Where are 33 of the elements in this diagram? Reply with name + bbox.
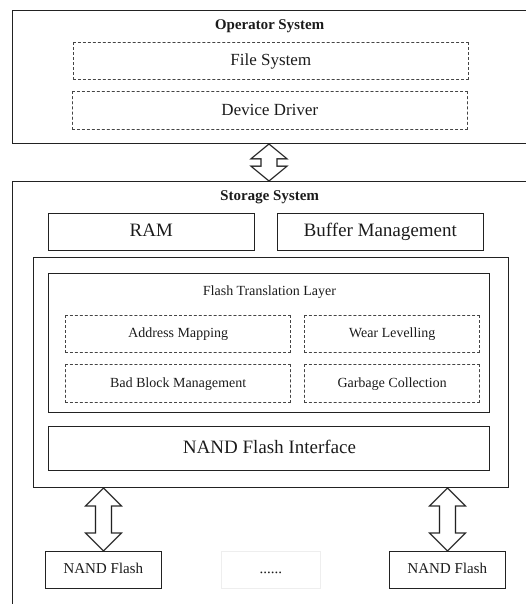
panel-title: Operator System <box>214 17 326 34</box>
function-box <box>304 364 480 404</box>
controller-box <box>32 256 509 488</box>
box-label: File System <box>230 51 312 70</box>
box-label: Buffer Management <box>304 221 457 242</box>
double-arrow <box>249 143 289 182</box>
box-label: ...... <box>259 561 282 578</box>
double-arrow <box>428 487 468 552</box>
box-label: NAND Flash Interface <box>182 438 356 460</box>
system-panel <box>12 10 526 144</box>
component-box <box>276 212 484 251</box>
box-label: NAND Flash <box>63 561 143 578</box>
box-label: NAND Flash <box>407 561 487 578</box>
chip-box <box>44 550 162 589</box>
box-label: Address Mapping <box>128 326 228 342</box>
box-label: Garbage Collection <box>337 376 447 392</box>
box-label: Wear Levelling <box>348 326 436 342</box>
panel-title: Storage System <box>219 188 320 204</box>
double-arrow <box>84 487 124 552</box>
interface-box <box>48 426 490 472</box>
system-panel <box>12 181 526 604</box>
box-label: RAM <box>130 221 173 242</box>
function-box <box>304 315 480 354</box>
component-box <box>72 90 468 130</box>
component-box <box>48 212 255 251</box>
box-label: Bad Block Management <box>110 376 246 392</box>
function-box <box>65 364 292 404</box>
layer-box <box>48 273 490 414</box>
component-box <box>72 42 469 80</box>
function-box <box>65 315 292 354</box>
panel-title: Flash Translation Layer <box>202 284 337 300</box>
box-label: Device Driver <box>221 100 318 120</box>
chip-box <box>388 550 506 589</box>
